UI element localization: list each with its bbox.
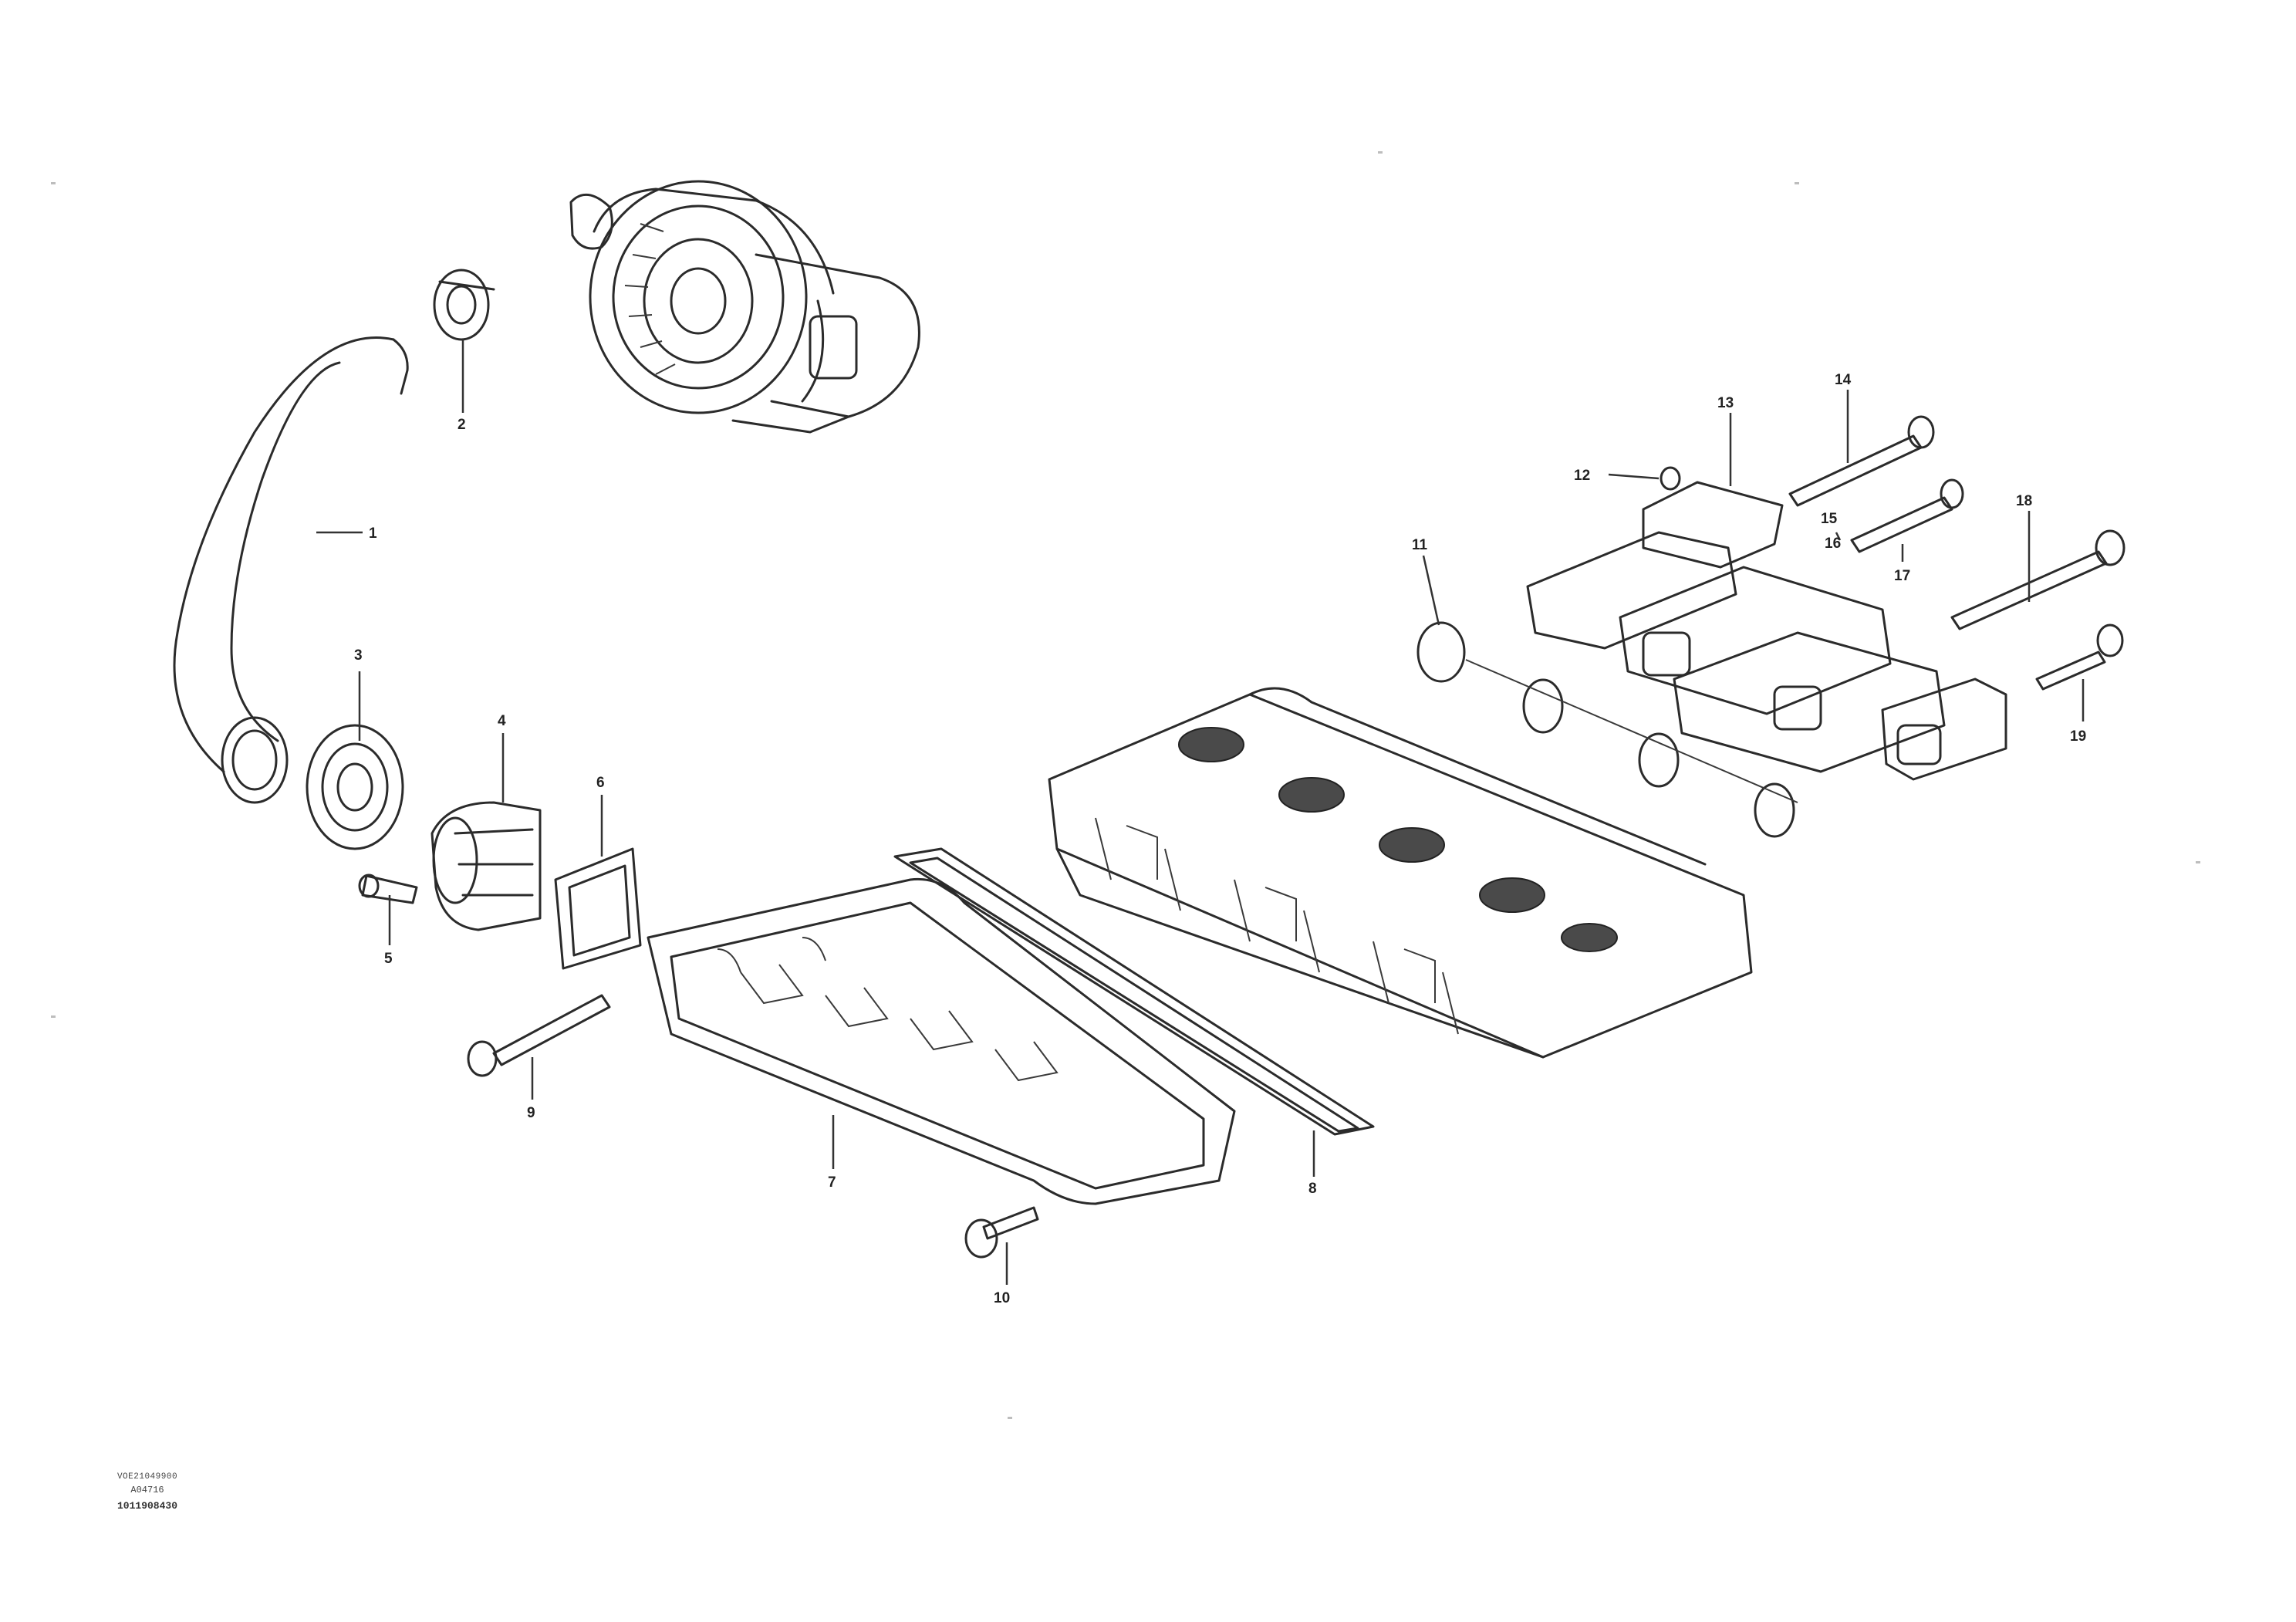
drawing-code-line-2: A04716 [130,1485,164,1495]
callout-4: 4 [498,713,506,729]
intake-manifold [647,877,1236,1205]
bearing-caps [1526,531,2007,781]
callout-7: 7 [828,1174,836,1191]
cylinder-head [1048,687,1753,1059]
clamp-plate [1642,466,1784,569]
callout-14: 14 [1835,372,1852,388]
callout-19: 19 [2070,728,2086,745]
bolt-bottom [964,1206,1039,1259]
callout-1: 1 [369,525,377,542]
callout-2: 2 [458,417,466,433]
callout-8: 8 [1308,1181,1317,1197]
hose-clamp-lower [306,724,404,850]
intake-elbow [430,801,542,931]
manifold-gasket [893,847,1375,1136]
drawing-code-line-3: 1011908430 [116,1500,177,1512]
callout-17: 17 [1894,568,1910,584]
intake-hose [173,336,409,804]
drawing-code-line-1: VOE21049900 [116,1472,178,1482]
callout-5: 5 [384,951,393,967]
hose-clamp-top [433,269,495,341]
spacer-rings [1416,621,1798,838]
valve-springs [1178,727,1618,952]
callout-12: 12 [1574,468,1590,484]
callout-9: 9 [527,1105,535,1121]
long-bolt-left [467,994,611,1077]
head-bolts [1788,415,2125,691]
callout-15: 15 [1821,511,1838,527]
drawing-code-block: VOE21049900 A04716 1011908430 [66,1472,228,1512]
callout-13: 13 [1717,395,1734,411]
callout-10: 10 [994,1290,1010,1306]
bolt-small-left [358,874,418,904]
callout-labels: 1 2 3 4 5 6 7 8 9 10 11 12 13 14 15 16 1… [354,372,2086,1306]
callout-16: 16 [1825,536,1841,552]
callout-11: 11 [1412,537,1428,553]
callout-18: 18 [2016,493,2032,509]
registration-marks [51,151,2200,1419]
turbocharger [569,180,920,434]
callout-6: 6 [596,775,605,791]
elbow-gasket [554,847,642,970]
callout-3: 3 [354,647,363,664]
leader-lines [316,340,2085,1285]
